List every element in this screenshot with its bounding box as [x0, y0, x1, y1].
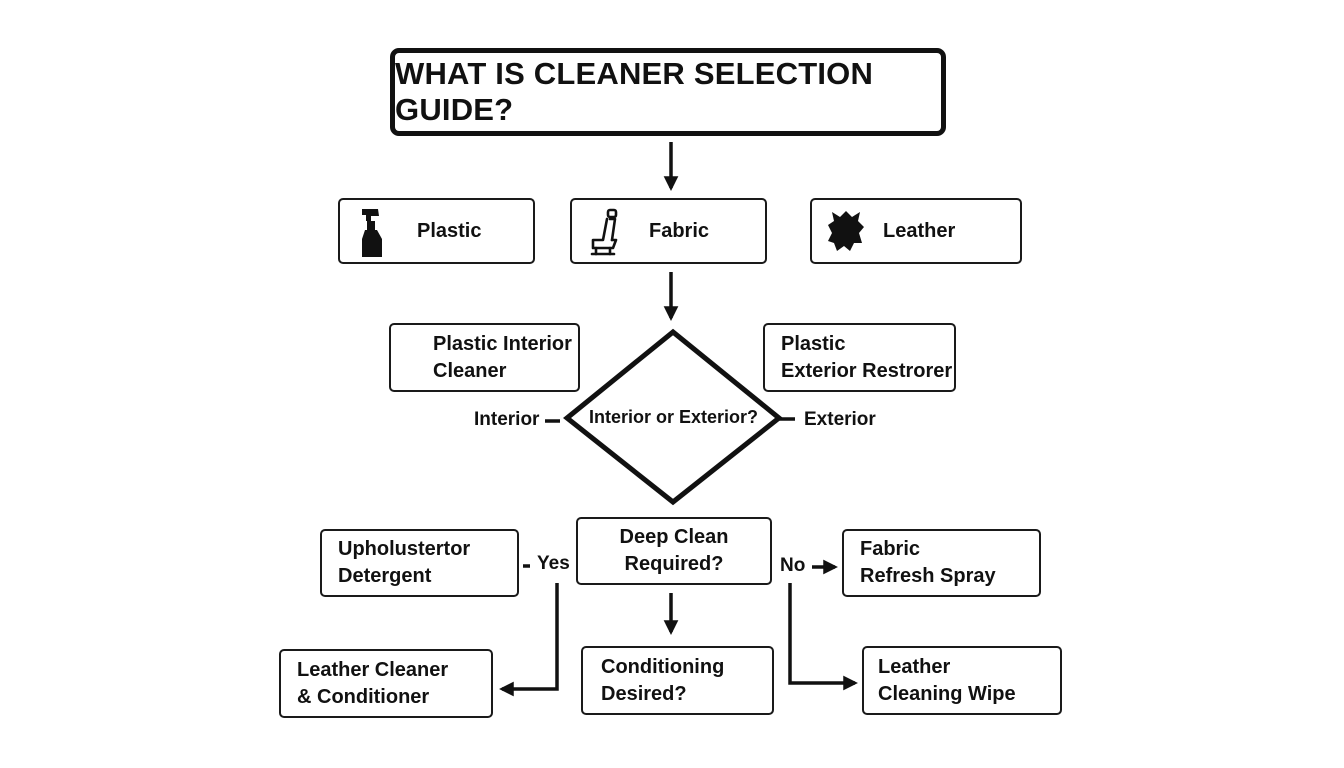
arrow-no-to-cleaning-wipe — [788, 583, 858, 691]
spray-bottle-icon — [362, 209, 382, 257]
material-leather-box[interactable]: Leather — [810, 198, 1022, 264]
plastic-exterior-restorer-box[interactable]: Plastic Exterior Restrorer — [763, 323, 956, 392]
plastic-interior-cleaner-box[interactable]: Plastic Interior Cleaner — [389, 323, 580, 392]
car-seat-icon — [590, 208, 618, 256]
decision-interior-exterior-text: Interior or Exterior? — [589, 407, 759, 427]
leather-cleaner-conditioner-box[interactable]: Leather Cleaner & Conditioner — [279, 649, 493, 718]
branch-label-yes: Yes — [537, 553, 570, 574]
material-plastic-label: Plastic — [417, 220, 482, 242]
fabric-refresh-spray-box[interactable]: Fabric Refresh Spray — [842, 529, 1041, 597]
material-fabric-label: Fabric — [649, 220, 710, 242]
leather-cleaning-wipe-box[interactable]: Leather Cleaning Wipe — [862, 646, 1062, 715]
deep-clean-required-box[interactable]: Deep Clean Required? — [576, 517, 772, 585]
decision-diamond — [563, 328, 783, 506]
material-fabric-box[interactable]: Fabric — [570, 198, 767, 264]
branch-label-no: No — [780, 555, 806, 576]
material-leather-label: Leather — [883, 220, 956, 242]
branch-label-interior: Interior — [474, 409, 540, 430]
page-title: WHAT IS CLEANER SELECTION GUIDE? — [390, 48, 946, 136]
leather-hide-icon — [828, 211, 864, 251]
arrow-yes-to-leather-cleaner — [499, 583, 559, 697]
conditioning-desired-box[interactable]: Conditioning Desired? — [581, 646, 774, 715]
upholstery-detergent-box[interactable]: Upholustertor Detergent — [320, 529, 519, 597]
branch-label-exterior: Exterior — [804, 409, 876, 430]
material-plastic-box[interactable]: Plastic — [338, 198, 535, 264]
